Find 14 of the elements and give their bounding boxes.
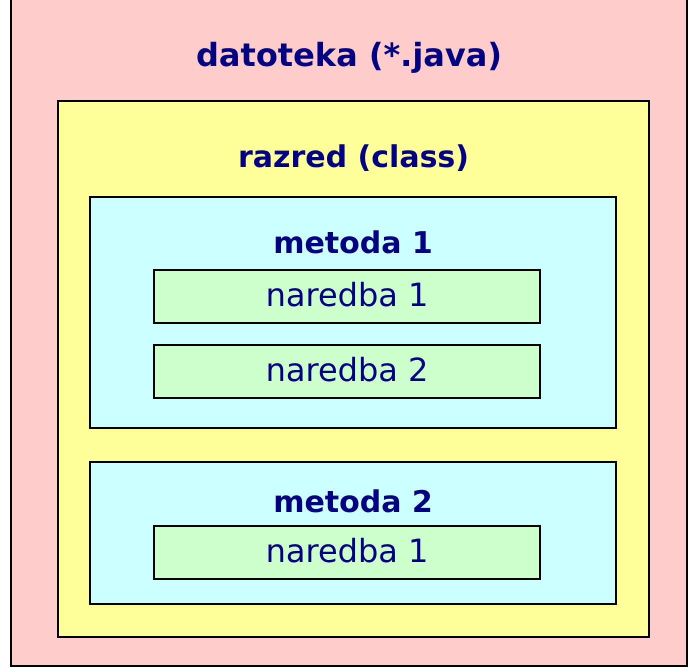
box-heading: metoda 1 (272, 226, 434, 262)
box-heading: metoda 2 (272, 485, 434, 521)
box-label: naredba 1 (264, 532, 430, 570)
box-heading: datoteka (*.java) (195, 36, 503, 74)
container-box (57, 100, 650, 638)
box-heading: razred (class) (236, 140, 470, 176)
container-box (89, 461, 617, 605)
box-label: naredba 2 (264, 351, 430, 390)
statement-box (153, 269, 541, 324)
container-box (89, 196, 617, 429)
statement-box (153, 344, 541, 399)
statement-box (153, 525, 541, 580)
box-label: naredba 1 (264, 276, 430, 314)
container-box (10, 0, 688, 667)
